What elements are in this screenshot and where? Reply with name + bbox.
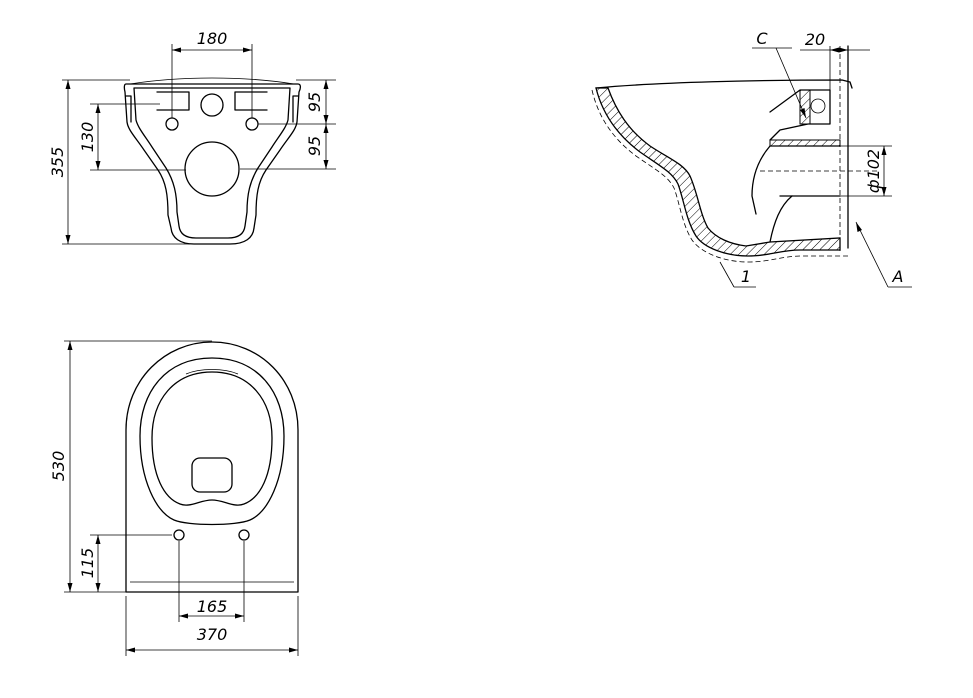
front-bolt-hole-right: [245, 117, 259, 131]
right-lug: [292, 95, 299, 123]
top-outer-outline: [125, 341, 299, 593]
dim-355: 355: [48, 79, 190, 245]
svg-text:20: 20: [805, 30, 825, 49]
front-inner-outline: [133, 87, 291, 239]
dim-130: 130: [78, 103, 186, 171]
callout-a: A: [855, 221, 912, 288]
callout-c: C: [752, 29, 807, 119]
front-water-inlet: [200, 93, 224, 117]
left-mount-bracket: [156, 91, 190, 111]
dim-370: 370: [125, 596, 299, 656]
rim-top: [595, 79, 853, 89]
dim-95-pair: 95 95: [240, 79, 336, 170]
top-bolt-hole-left: [173, 529, 185, 541]
svg-text:A: A: [892, 267, 904, 286]
inlet-wall: [799, 89, 811, 125]
trap-weir: [751, 145, 771, 215]
front-bolt-hole-left: [165, 117, 179, 131]
svg-text:355: 355: [48, 147, 67, 178]
right-mount-bracket: [234, 91, 268, 111]
front-body-outline: [123, 83, 302, 245]
dim-115: 115: [78, 534, 172, 592]
trap-lower: [769, 195, 793, 243]
svg-text:1: 1: [741, 267, 751, 286]
dim-180: 180: [171, 29, 253, 118]
front-view: 180 355 130: [48, 29, 336, 245]
svg-text:115: 115: [78, 548, 97, 579]
svg-text:95: 95: [305, 136, 324, 156]
seat-rim-outer: [139, 357, 285, 526]
svg-text:180: 180: [197, 29, 228, 48]
outer-contour: [591, 89, 848, 263]
top-bolt-hole-right: [238, 529, 250, 541]
front-outlet: [184, 141, 240, 197]
svg-text:130: 130: [78, 122, 97, 153]
svg-text:165: 165: [197, 597, 228, 616]
seat-rim-line: [185, 369, 239, 375]
dim-outlet-diameter: ф102: [840, 145, 892, 197]
top-outlet: [191, 457, 233, 493]
svg-text:530: 530: [49, 451, 68, 482]
svg-text:95: 95: [305, 92, 324, 112]
front-rim-line: [129, 77, 295, 85]
seat-rim-inner: [151, 371, 273, 506]
callout-1: 1: [719, 261, 756, 288]
top-view: 530 115 165 370: [49, 340, 299, 656]
left-lug: [125, 95, 132, 123]
dim-20: 20: [800, 30, 870, 90]
svg-text:C: C: [756, 29, 768, 48]
inlet-hole: [810, 98, 826, 114]
svg-text:370: 370: [197, 625, 228, 644]
bowl-wall-section: [595, 87, 841, 257]
dim-165: 165: [178, 541, 245, 622]
outlet-wall-top: [769, 139, 841, 147]
dim-530: 530: [49, 340, 212, 593]
side-section-view: 20 ф102 C A 1: [591, 29, 912, 288]
svg-text:ф102: ф102: [864, 149, 883, 193]
